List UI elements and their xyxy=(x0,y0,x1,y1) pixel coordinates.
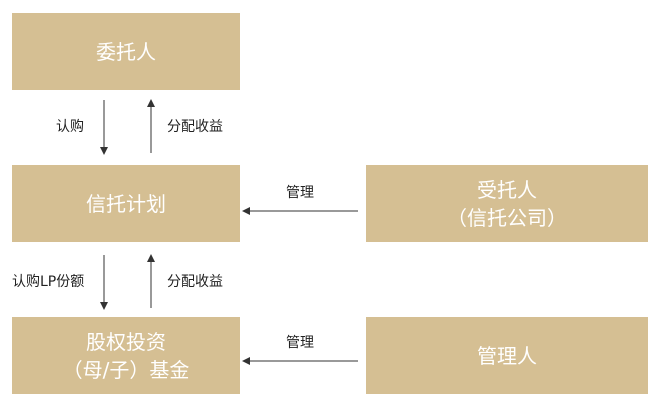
label-fund-distribute: 分配收益 xyxy=(167,274,223,290)
fund-box: 股权投资 （母/子）基金 xyxy=(12,317,240,394)
trustee-box: 受托人 （信托公司） xyxy=(366,165,648,242)
settlor-box: 委托人 xyxy=(12,13,240,90)
manager-label: 管理人 xyxy=(477,343,537,368)
fund-label-line2: （母/子）基金 xyxy=(62,357,190,382)
label-trust-distribute: 分配收益 xyxy=(167,119,223,135)
trust-plan-label: 信托计划 xyxy=(86,191,166,216)
trustee-label-line1: 受托人 xyxy=(477,177,537,202)
manager-box: 管理人 xyxy=(366,317,648,394)
settlor-label: 委托人 xyxy=(96,39,156,64)
label-trust-subscribe-lp: 认购LP份额 xyxy=(12,274,85,290)
label-trustee-manage: 管理 xyxy=(286,185,314,201)
fund-label-line1: 股权投资 xyxy=(86,329,166,354)
trust-plan-box: 信托计划 xyxy=(12,165,240,242)
trustee-label-line2: （信托公司） xyxy=(447,205,567,230)
label-settlor-subscribe: 认购 xyxy=(56,119,84,135)
label-manager-manage: 管理 xyxy=(286,335,314,351)
